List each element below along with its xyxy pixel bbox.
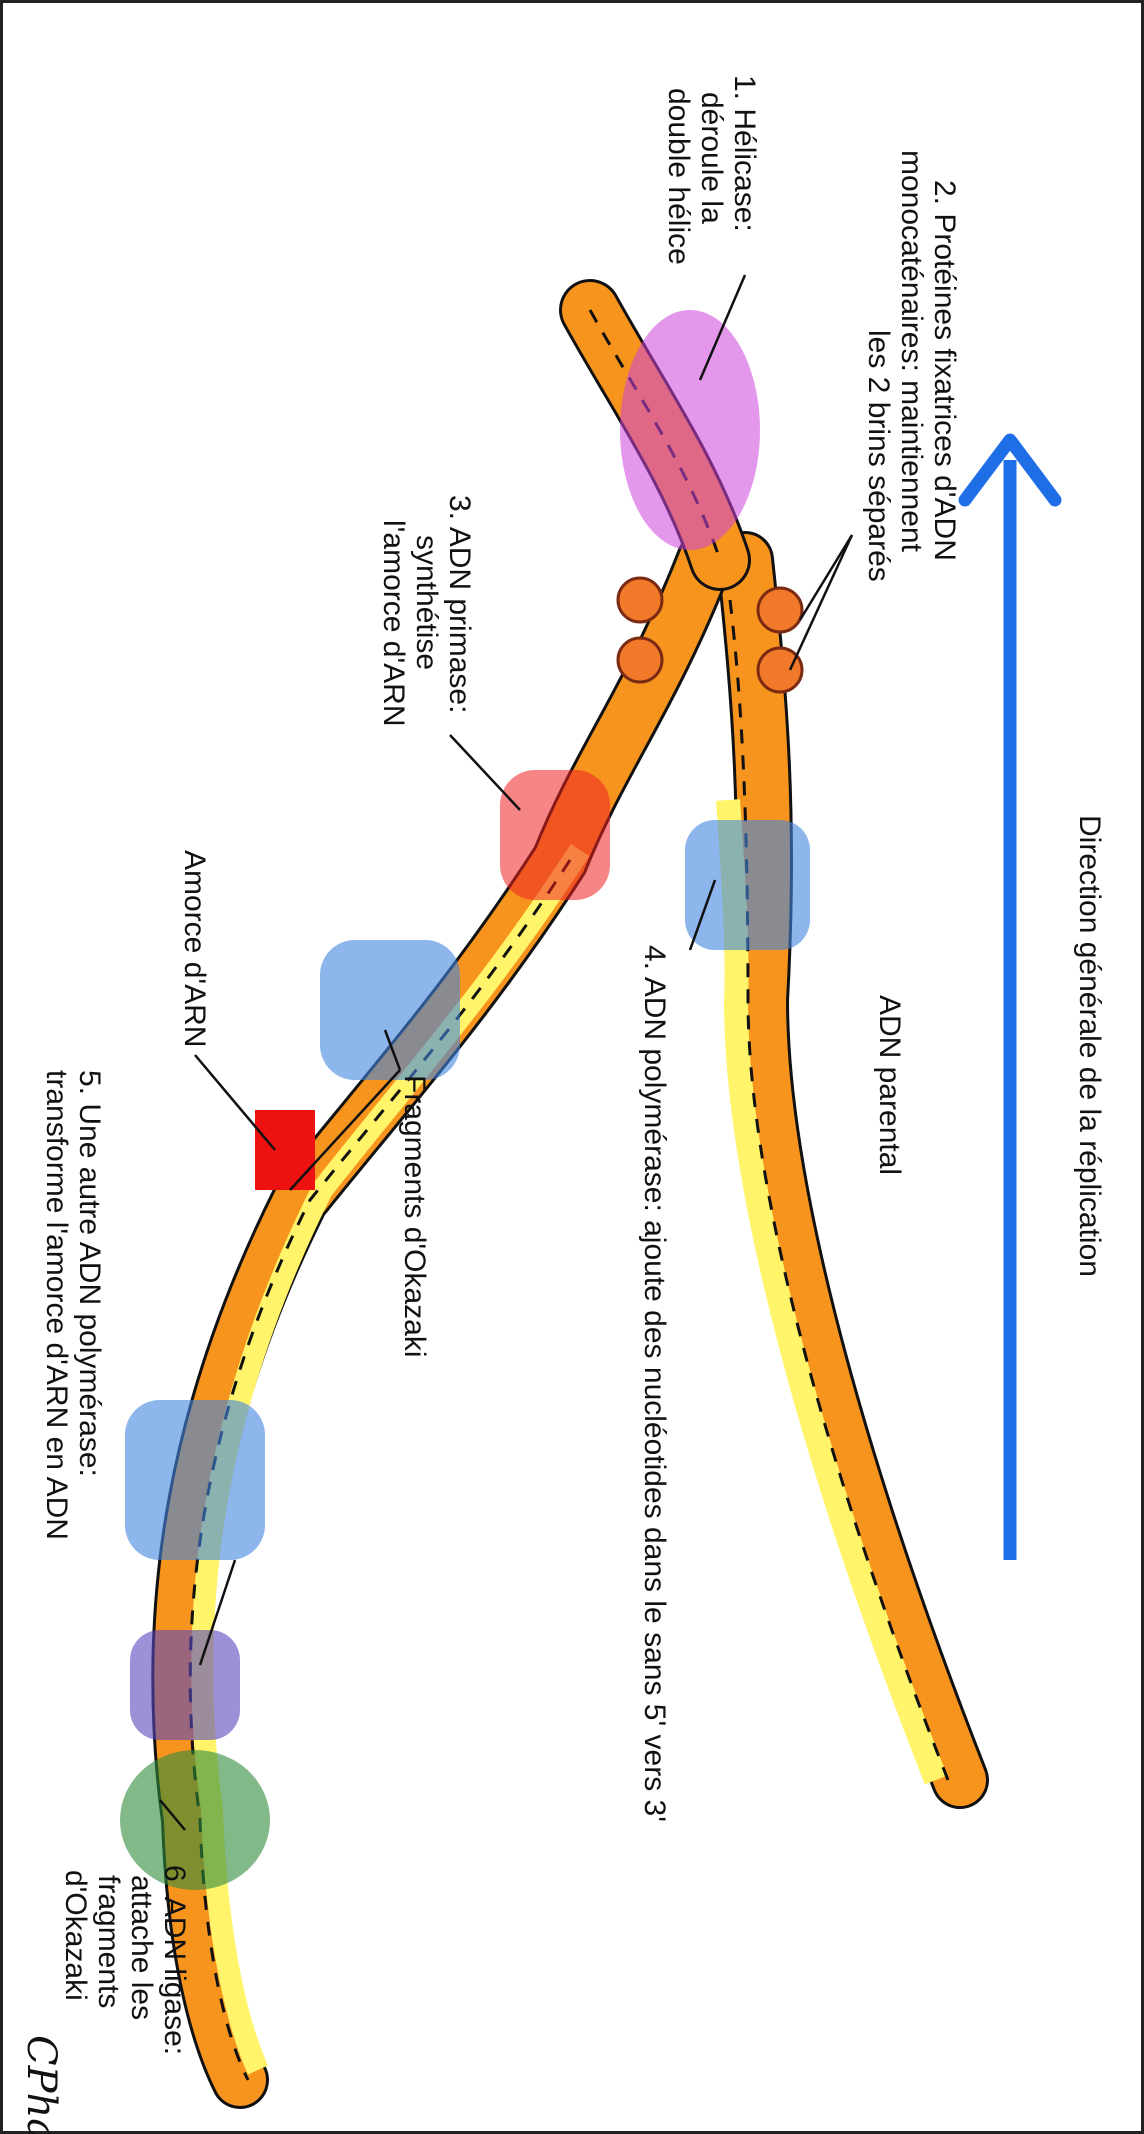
ssb-label-2: monocaténaires: maintiennent <box>895 150 928 553</box>
helicase-blob <box>620 310 760 550</box>
pol-other-blob <box>130 1630 240 1740</box>
rna-primer-block <box>255 1110 315 1190</box>
leading-strand <box>728 560 960 1780</box>
helicase-label-1: 1. Hélicase: <box>728 75 761 232</box>
primase-blob <box>500 770 610 900</box>
helicase-label-3: double hélice <box>662 88 695 265</box>
ligase-label-3: fragments <box>92 1875 125 2008</box>
ssb-label-1: 2. Protéines fixatrices d'ADN <box>928 180 961 561</box>
ligase-blob <box>120 1750 270 1890</box>
polymerase-blob-1 <box>685 820 810 950</box>
helicase-label-2: déroule la <box>695 92 728 224</box>
polymerase-blob-2 <box>320 940 460 1080</box>
ligase-label-4: d'Okazaki <box>59 1870 92 2001</box>
pol-other-label-1: 5. Une autre ADN polymérase: <box>73 1070 106 1477</box>
ssb-label-3: les 2 brins séparés <box>862 330 895 582</box>
primase-label-3: l'amorce d'ARN <box>377 520 410 727</box>
okazaki-label: Fragments d'Okazaki <box>398 1075 431 1358</box>
primase-label-2: synthétise <box>410 535 443 670</box>
pol-other-label-2: transforme l'amorce d'ARN en ADN <box>40 1070 73 1540</box>
polymerase-blob-3 <box>125 1400 265 1560</box>
direction-arrow <box>965 440 1055 1560</box>
primase-label-1: 3. ADN primase: <box>443 495 476 713</box>
rna-primer-label: Amorce d'ARN <box>178 850 211 1047</box>
parental-label: ADN parental <box>873 995 906 1175</box>
author-signature: CPhap <box>18 2035 64 2134</box>
direction-label: Direction générale de la réplication <box>1073 815 1106 1277</box>
polymerase-label: 4. ADN polymérase: ajoute des nucléotide… <box>638 945 671 1822</box>
ligase-label-2: attache les <box>125 1875 158 2020</box>
ligase-label-1: 6. ADN ligase: <box>158 1865 191 2055</box>
